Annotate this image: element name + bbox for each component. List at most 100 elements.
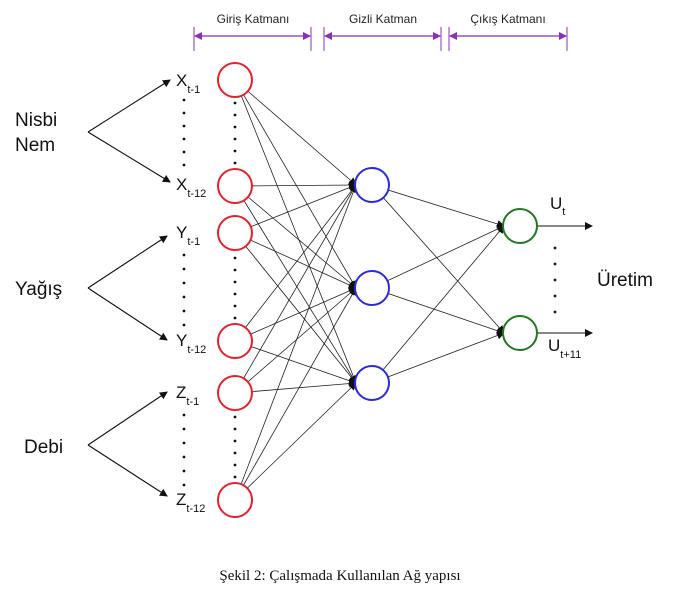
input-node [217, 482, 253, 518]
input-label: Yt-12 [176, 331, 206, 356]
connection-line [234, 232, 357, 384]
input-node [217, 168, 253, 204]
ellipsis-dot [182, 124, 186, 128]
hidden-node [354, 270, 390, 306]
ellipsis-dot [233, 451, 237, 455]
connection-line [371, 287, 505, 335]
connection-line [234, 184, 358, 501]
network-nodes [217, 62, 538, 518]
ellipsis-dot [182, 309, 186, 313]
ellipsis-dot [182, 427, 186, 431]
ellipsis-dot [182, 150, 186, 154]
ellipsis-dot [233, 161, 237, 165]
ellipsis-dot [233, 125, 237, 129]
ellipsis-dot [182, 98, 186, 102]
hidden-node [354, 365, 390, 401]
connection-line [371, 331, 505, 384]
ellipsis-dot [233, 304, 237, 308]
group-label-yagis: Yağış [15, 279, 62, 300]
input-node [217, 323, 253, 359]
ellipsis-dot [182, 295, 186, 299]
group-arrows [87, 79, 171, 497]
layer-brackets [193, 27, 568, 51]
group-label-nisbi: Nisbi [15, 110, 57, 131]
connection-line [371, 225, 505, 384]
hidden-layer-label: Gizli Katman [349, 12, 417, 26]
connection-line [371, 184, 505, 334]
connection-line [234, 340, 357, 385]
ellipsis-dot [553, 310, 557, 314]
ellipsis-dot [233, 475, 237, 479]
ellipsis-dot [182, 267, 186, 271]
input-node [217, 375, 253, 411]
connection-line [234, 287, 357, 394]
output-node [502, 315, 538, 351]
connection-line [371, 184, 505, 228]
output-label-uretim: Üretim [597, 270, 653, 291]
ellipsis-dot [233, 268, 237, 272]
ellipsis-dot [233, 280, 237, 284]
ellipsis-dot [553, 246, 557, 250]
connection-line [234, 232, 357, 289]
connection-line [234, 184, 357, 394]
input-layer-label: Giriş Katmanı [217, 12, 290, 26]
connection-line [234, 79, 357, 186]
ellipsis-dots [182, 98, 557, 487]
group-arrow [87, 287, 168, 341]
output-var-label: Ut+11 [548, 336, 581, 361]
ellipsis-dot [233, 292, 237, 296]
ellipsis-dot [553, 262, 557, 266]
input-node [217, 215, 253, 251]
ellipsis-dot [182, 253, 186, 257]
input-node [217, 62, 253, 98]
network-connections [234, 79, 505, 501]
ellipsis-dot [233, 439, 237, 443]
connection-line [234, 79, 358, 384]
ellipsis-dot [182, 137, 186, 141]
connection-line [234, 185, 357, 384]
connection-line [234, 287, 357, 342]
output-layer-label: Çıkış Katmanı [470, 12, 545, 26]
ellipsis-dot [182, 323, 186, 327]
input-label: Yt-1 [176, 223, 200, 248]
ellipsis-dot [233, 113, 237, 117]
group-label-debi: Debi [24, 437, 63, 458]
ellipsis-dot [182, 441, 186, 445]
ellipsis-dot [233, 101, 237, 105]
ellipsis-dot [233, 137, 237, 141]
ellipsis-dot [233, 149, 237, 153]
group-arrow [87, 444, 168, 497]
output-var-label: Ut [550, 194, 565, 218]
connection-line [234, 287, 357, 501]
output-arrows [537, 222, 593, 337]
connection-line [234, 183, 357, 234]
connection-line [234, 184, 357, 342]
input-label: Xt-12 [176, 175, 206, 200]
hidden-node [354, 167, 390, 203]
group-arrow [87, 391, 168, 446]
ellipsis-dot [233, 316, 237, 320]
group-arrow [87, 235, 168, 289]
ellipsis-dot [182, 469, 186, 473]
group-arrow [87, 131, 171, 183]
ellipsis-dot [553, 294, 557, 298]
output-node [502, 208, 538, 244]
connection-line [234, 79, 357, 289]
ellipsis-dot [182, 455, 186, 459]
ellipsis-dot [182, 281, 186, 285]
connection-line [234, 181, 357, 190]
ellipsis-dot [182, 111, 186, 115]
ellipsis-dot [233, 463, 237, 467]
ellipsis-dot [233, 256, 237, 260]
connection-line [234, 379, 357, 394]
connection-line [234, 185, 357, 289]
ellipsis-dot [233, 415, 237, 419]
ellipsis-dot [182, 163, 186, 167]
input-label: Xt-1 [176, 71, 200, 96]
figure-caption: Şekil 2: Çalışmada Kullanılan Ağ yapısı [219, 568, 460, 584]
ellipsis-dot [233, 427, 237, 431]
group-label-nem: Nem [15, 135, 55, 156]
connection-line [371, 225, 505, 289]
input-label: Zt-12 [176, 490, 205, 515]
input-label: Zt-1 [176, 383, 199, 408]
